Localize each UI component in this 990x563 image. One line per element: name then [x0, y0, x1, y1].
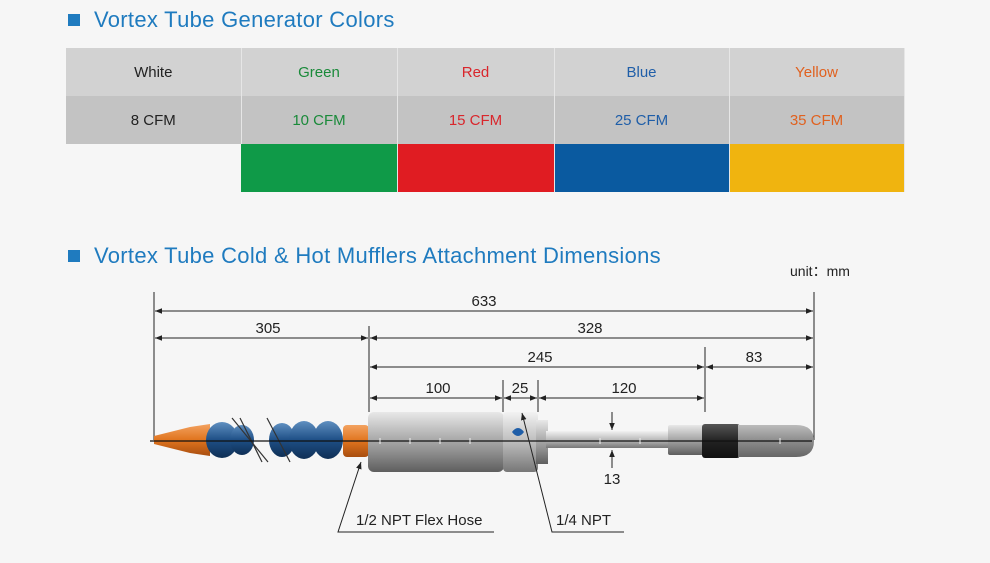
dimension-labels: 633 305 328 245 83 100 25 120 13 — [255, 293, 762, 488]
extension-lines — [153, 292, 815, 440]
section-title-dimensions-text: Vortex Tube Cold & Hot Mufflers Attachme… — [94, 243, 661, 268]
cfm-cell: 10 CFM — [241, 96, 398, 144]
callout-flex-hose: 1/2 NPT Flex Hose — [356, 512, 482, 529]
valve-collar — [668, 425, 704, 455]
hot-tube — [546, 431, 670, 448]
dim-total-label: 633 — [471, 293, 496, 310]
section-title-dimensions: Vortex Tube Cold & Hot Mufflers Attachme… — [68, 243, 661, 269]
flex-hose-segment-2 — [266, 417, 343, 463]
flex-hose-segment-1 — [206, 417, 269, 463]
color-name-cell: Blue — [554, 48, 730, 96]
callout-leaders — [337, 412, 624, 533]
dim-tube-label: 120 — [611, 380, 636, 397]
logo-swirl-icon — [512, 428, 524, 436]
bullet-square-icon — [68, 14, 80, 26]
dim-mid-label: 245 — [527, 349, 552, 366]
callout-npt: 1/4 NPT — [556, 512, 611, 529]
cfm-cell: 25 CFM — [554, 96, 730, 144]
dim-gap-label: 25 — [512, 380, 529, 397]
dim-right-label: 328 — [577, 320, 602, 337]
color-name-row: White Green Red Blue Yellow — [66, 48, 905, 96]
color-name-cell: Green — [241, 48, 398, 96]
section-title-colors-text: Vortex Tube Generator Colors — [94, 7, 395, 32]
color-name-cell: Red — [397, 48, 555, 96]
main-body — [368, 412, 504, 472]
unit-label: unit：mm — [790, 263, 850, 279]
cfm-row: 8 CFM 10 CFM 15 CFM 25 CFM 35 CFM — [66, 96, 905, 144]
color-name-cell: White — [66, 48, 242, 96]
color-name-cell: Yellow — [729, 48, 905, 96]
dimension-lines — [155, 308, 813, 401]
vortex-tube-drawing — [150, 412, 814, 472]
color-swatch — [554, 144, 730, 192]
section-title-colors: Vortex Tube Generator Colors — [68, 7, 395, 33]
generator-colors-table: White Green Red Blue Yellow 8 CFM 10 CFM… — [66, 48, 905, 192]
color-swatch — [241, 144, 398, 192]
cfm-cell: 35 CFM — [729, 96, 905, 144]
cfm-cell: 15 CFM — [397, 96, 555, 144]
dim-end-label: 83 — [746, 349, 763, 366]
dim-body-label: 100 — [425, 380, 450, 397]
cfm-cell: 8 CFM — [66, 96, 242, 144]
dim-left-label: 305 — [255, 320, 280, 337]
color-swatch — [729, 144, 905, 192]
swatch-row — [66, 144, 905, 192]
orange-nozzle — [154, 424, 210, 456]
dim-diameter-label: 13 — [604, 471, 621, 488]
color-swatch — [397, 144, 555, 192]
bullet-square-icon — [68, 250, 80, 262]
